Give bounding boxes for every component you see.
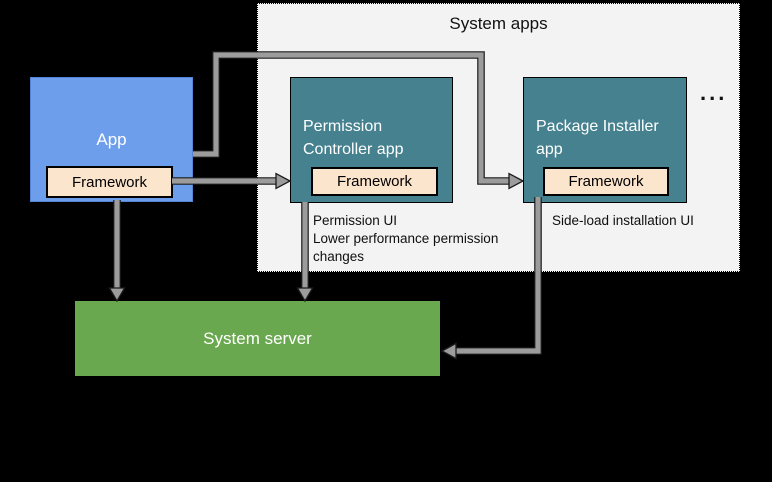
note-line: Permission UI xyxy=(313,213,398,228)
app-box: App Framework xyxy=(30,77,193,202)
package-installer-framework-box: Framework xyxy=(543,167,669,196)
system-apps-group-label: System apps xyxy=(449,14,548,33)
package-installer-label: Package Installer app xyxy=(536,118,659,158)
permission-controller-label: Permission Controller app xyxy=(303,118,404,158)
permission-controller-framework-label: Framework xyxy=(336,173,412,190)
package-installer-note: Side-load installation UI xyxy=(552,213,694,228)
package-installer-framework-label: Framework xyxy=(568,173,644,190)
app-framework-box: Framework xyxy=(46,166,173,198)
arrow-app-to-system-server xyxy=(108,200,126,303)
permission-controller-box: Permission Controller app Framework xyxy=(290,77,453,203)
permission-controller-framework-box: Framework xyxy=(311,167,438,196)
app-framework-label: Framework xyxy=(71,173,147,191)
permission-controller-note: Permission UI Lower performance permissi… xyxy=(313,212,505,266)
app-box-label: App xyxy=(96,130,127,149)
note-line: Lower performance permission changes xyxy=(313,231,499,264)
more-apps-ellipsis: ... xyxy=(700,80,728,105)
system-server-label: System server xyxy=(203,328,312,348)
system-server-box: System server xyxy=(75,301,440,376)
package-installer-box: Package Installer app Framework xyxy=(523,77,687,203)
